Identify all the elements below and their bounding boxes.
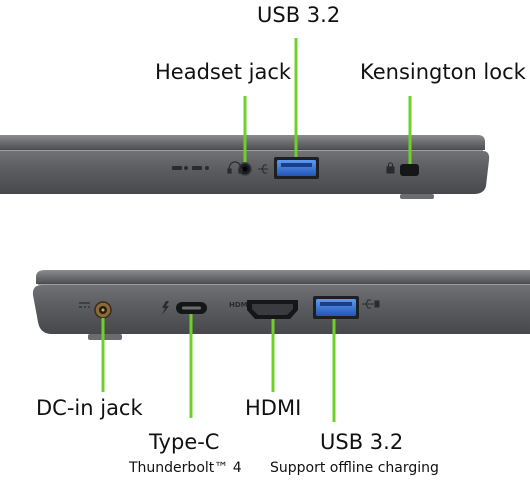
hdmi-label: HDMI	[245, 396, 302, 420]
bottom-leader-lines	[101, 314, 336, 422]
headset-icon	[227, 161, 243, 174]
type-c-label: Type-C	[149, 430, 220, 454]
thunderbolt-sublabel: Thunderbolt™ 4	[129, 460, 242, 476]
status-led-icons	[172, 166, 209, 170]
usb-symbol-icon	[258, 164, 268, 174]
dc-in-jack-label: DC-in jack	[36, 396, 143, 420]
usb-a-port-bottom	[313, 296, 359, 319]
dc-power-icon	[79, 302, 90, 308]
usb-label-top: USB 3.2	[257, 3, 341, 27]
usb-a-port-top	[274, 157, 319, 179]
kensington-lock-label: Kensington lock	[360, 60, 526, 84]
top-leader-lines	[243, 38, 412, 164]
bottom-laptop-side: HDMI	[32, 270, 530, 340]
lock-icon	[386, 162, 395, 174]
offline-charging-sublabel: Support offline charging	[270, 460, 439, 476]
usb-label-bottom: USB 3.2	[320, 430, 404, 454]
bottom-foot	[88, 334, 122, 340]
dc-in-jack-port	[94, 301, 112, 319]
kensington-lock-slot	[400, 164, 419, 176]
usb-charge-icon	[362, 299, 380, 309]
headset-jack-label: Headset jack	[155, 60, 292, 84]
bottom-lid	[36, 270, 530, 284]
top-lid	[0, 135, 485, 150]
top-laptop-side	[0, 135, 490, 199]
hdmi-port	[247, 300, 298, 319]
thunderbolt-icon	[162, 301, 169, 315]
hdmi-port-marking: HDMI	[229, 301, 250, 309]
top-foot	[400, 194, 434, 199]
type-c-port	[176, 302, 207, 314]
